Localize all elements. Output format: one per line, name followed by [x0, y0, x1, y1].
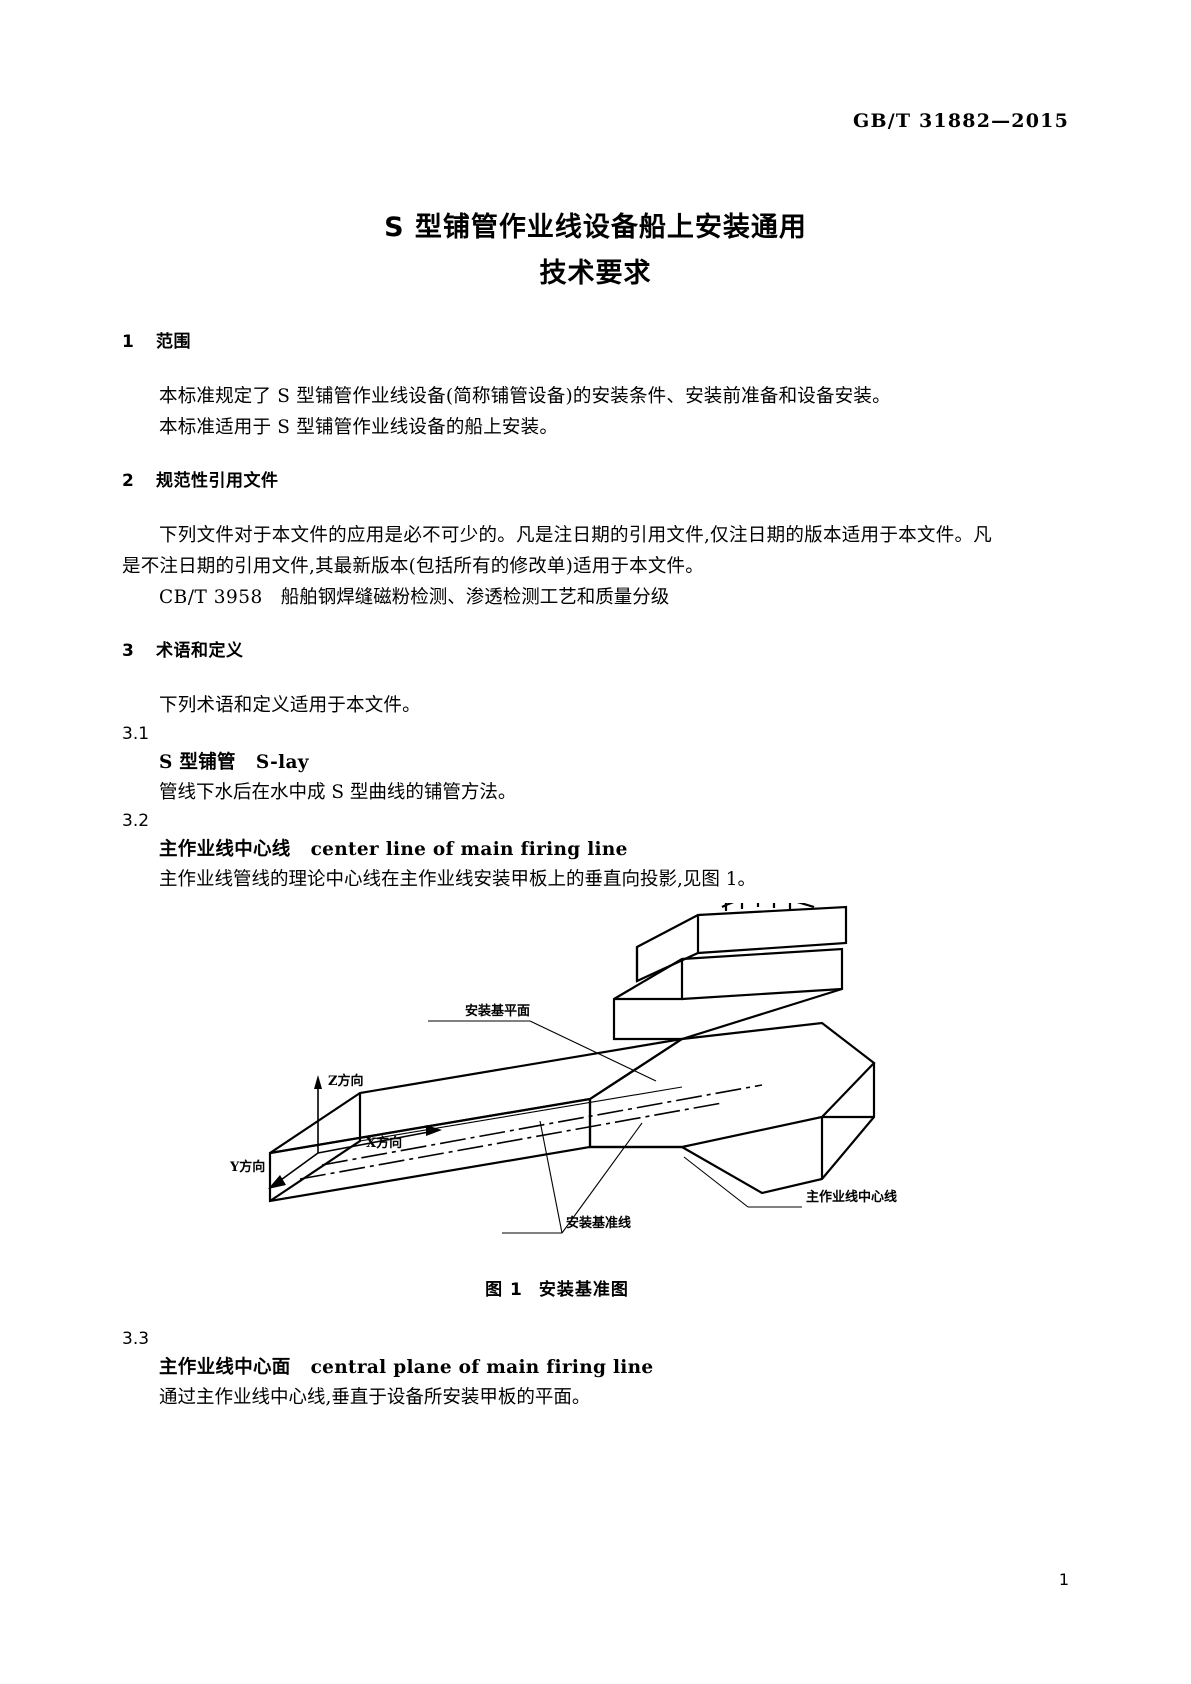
figure-label-install-base-plane: 安装基平面: [465, 1003, 530, 1019]
clause-1-paragraph-1: 本标准规定了 S 型铺管作业线设备(简称铺管设备)的安装条件、安装前准备和设备安…: [159, 386, 891, 407]
normative-reference-code: CB/T 3958: [159, 587, 263, 608]
superstructure-upper-block: [635, 905, 848, 983]
figure-1-svg: 安装基平面 Z方向 Y方向 X方向 主作业线中心线 安装基准线: [229, 903, 897, 1234]
term-name-3-1: S 型铺管 S-lay: [122, 748, 992, 778]
ship-outline-group: [268, 1021, 876, 1203]
leader-datum-line-1: [561, 1122, 643, 1234]
x-axis-arrowhead: [426, 1125, 442, 1136]
clause-title-1: 范围: [156, 332, 191, 352]
clause-number-1: 1: [122, 332, 135, 352]
installation-datum-lines: [359, 1038, 683, 1142]
term-name-en-3-2: center line of main firing line: [310, 839, 628, 860]
term-number-3-3: 3.3: [122, 1329, 150, 1349]
leader-install-base-plane: [529, 1020, 657, 1082]
term-definition-3-3: 通过主作业线中心线,垂直于设备所安装甲板的平面。: [159, 1387, 591, 1408]
document-title-line-2: 技术要求: [539, 258, 652, 289]
deck-top-face: [269, 1037, 683, 1155]
figure-label-z-direction: Z方向: [328, 1073, 364, 1089]
x-axis-line: [317, 1130, 435, 1154]
term-definition-3-2: 主作业线管线的理论中心线在主作业线安装甲板上的垂直向投影,见图 1。: [159, 869, 757, 890]
normative-reference-name: 船舶钢焊缝磁粉检测、渗透检测工艺和质量分级: [280, 587, 670, 608]
bridge-railing-posts: [724, 903, 792, 911]
page-number: 1: [1058, 1570, 1069, 1589]
clause-1-paragraph-2: 本标准适用于 S 型铺管作业线设备的船上安装。: [159, 417, 559, 438]
term-number-3-2: 3.2: [122, 811, 150, 831]
figure-1-caption-title: 安装基准图: [538, 1280, 629, 1300]
hull-main-body: [588, 1021, 876, 1149]
figure-1-installation-datum-diagram: 安装基平面 Z方向 Y方向 X方向 主作业线中心线 安装基准线: [122, 903, 992, 1273]
datum-line-upper: [359, 1038, 683, 1094]
center-line-dashdot-2: [321, 1084, 763, 1166]
bridge-roof-curve: [721, 903, 815, 909]
clause-heading-3: 3 术语和定义: [122, 639, 992, 663]
clause-title-2: 规范性引用文件: [156, 471, 279, 491]
clause-2-paragraph-1: 下列文件对于本文件的应用是必不可少的。凡是注日期的引用文件,仅注日期的版本适用于…: [122, 525, 992, 577]
term-name-zh-3-3: 主作业线中心面: [159, 1357, 291, 1378]
figure-label-install-datum-line: 安装基准线: [566, 1215, 631, 1231]
clause-3-paragraph-1: 下列术语和定义适用于本文件。: [159, 695, 421, 716]
term-number-3-1: 3.1: [122, 724, 150, 744]
figure-1-caption: 图 1 安装基准图: [122, 1275, 992, 1300]
figure-1-caption-label: 图 1: [485, 1280, 523, 1300]
document-title: S 型铺管作业线设备船上安装通用 技术要求: [0, 205, 1191, 297]
superstructure-group: [612, 903, 848, 1041]
leader-lines-group: [428, 1020, 802, 1234]
leader-datum-line-2: [539, 1120, 563, 1234]
axis-indicator-group: [268, 1075, 442, 1189]
leader-center-line: [683, 1156, 749, 1208]
clause-number-3: 3: [122, 641, 135, 661]
clause-heading-1: 1 范围: [122, 330, 992, 354]
datum-line-lower: [359, 1086, 683, 1142]
page-header-standard-code: GB/T 31882—2015: [853, 110, 1069, 132]
z-axis-arrowhead: [314, 1075, 322, 1089]
clause-number-2: 2: [122, 471, 135, 491]
term-name-3-3: 主作业线中心面 central plane of main firing line: [122, 1353, 992, 1383]
term-name-zh-3-2: 主作业线中心线: [159, 839, 291, 860]
term-definition-3-1: 管线下水后在水中成 S 型曲线的铺管方法。: [159, 782, 517, 803]
figure-label-y-direction: Y方向: [229, 1159, 265, 1175]
hull-bow-lower: [681, 1063, 876, 1195]
document-body: 1 范围 本标准规定了 S 型铺管作业线设备(简称铺管设备)的安装条件、安装前准备…: [122, 330, 992, 1413]
figure-label-main-firing-center-line: 主作业线中心线: [806, 1189, 897, 1205]
center-line-dashdot-1: [299, 1102, 723, 1180]
figure-label-x-direction: X方向: [366, 1135, 402, 1151]
main-firing-center-line-dashdot: [299, 1084, 763, 1180]
normative-reference-item: CB/T 3958 船舶钢焊缝磁粉检测、渗透检测工艺和质量分级: [122, 582, 992, 613]
term-name-3-2: 主作业线中心线 center line of main firing line: [122, 835, 992, 865]
term-name-en-3-1: S-lay: [255, 752, 309, 773]
y-axis-arrowhead: [268, 1175, 286, 1189]
document-title-line-1: S 型铺管作业线设备船上安装通用: [384, 212, 807, 243]
term-name-zh-3-1: S 型铺管: [159, 752, 236, 773]
clause-title-3: 术语和定义: [156, 641, 244, 661]
clause-heading-2: 2 规范性引用文件: [122, 469, 992, 493]
superstructure-lower-top-edge: [681, 987, 843, 1001]
term-name-en-3-3: central plane of main firing line: [310, 1357, 654, 1378]
